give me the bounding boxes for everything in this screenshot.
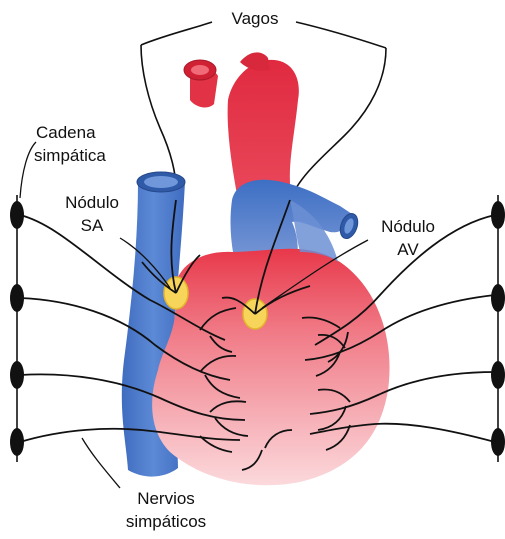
- label-vagos: Vagos: [232, 9, 279, 28]
- label-av-line2: AV: [397, 240, 419, 259]
- label-nervios-line2: simpáticos: [126, 512, 206, 531]
- label-cadena-line2: simpática: [34, 146, 106, 165]
- label-av-line1: Nódulo: [381, 217, 435, 236]
- sympathetic-chain-right: [491, 195, 505, 462]
- label-sa-line1: Nódulo: [65, 193, 119, 212]
- label-nervios-line1: Nervios: [137, 489, 195, 508]
- label-cadena-line1: Cadena: [36, 123, 96, 142]
- sympathetic-chain-left: [10, 195, 24, 462]
- label-sa-line2: SA: [81, 216, 104, 235]
